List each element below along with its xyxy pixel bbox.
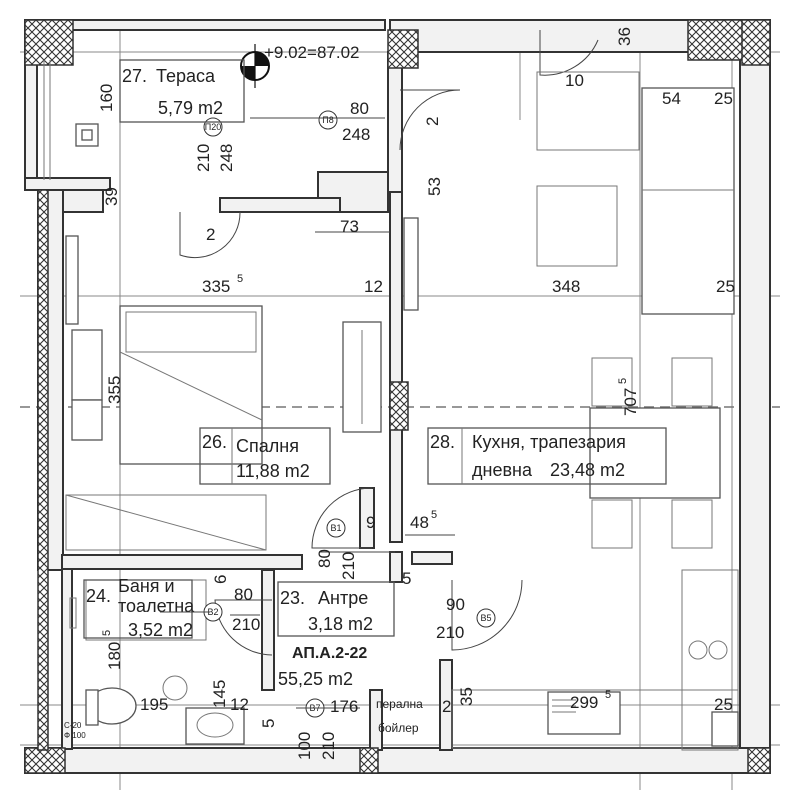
svg-text:перална: перална [376, 697, 423, 711]
room-name-2: дневна [472, 460, 533, 480]
svg-text:80: 80 [234, 585, 253, 604]
svg-text:бойлер: бойлер [378, 721, 419, 735]
room-name: Баня и [118, 576, 175, 596]
svg-text:145: 145 [210, 680, 229, 708]
apartment-label: АП.А.2-22 55,25 m2 [278, 645, 367, 689]
room-bedroom: 26. Спалня 11,88 m2 [199, 427, 331, 485]
svg-text:210: 210 [339, 552, 358, 580]
svg-text:54: 54 [662, 89, 681, 108]
svg-text:355: 355 [105, 376, 124, 404]
svg-text:36: 36 [615, 27, 634, 46]
svg-text:48: 48 [410, 513, 429, 532]
furniture [65, 44, 739, 751]
svg-text:53: 53 [425, 177, 444, 196]
svg-text:5: 5 [259, 719, 278, 728]
apartment-id: АП.А.2-22 [292, 645, 367, 662]
svg-text:35: 35 [457, 687, 476, 706]
room-area: 3,52 m2 [128, 620, 193, 640]
dimensions: 36 10 160 80 248 2 210 248 54 25 39 53 2… [97, 27, 735, 760]
dimension-lines [160, 117, 455, 709]
level-mark: +9.02=87.02 [264, 43, 359, 62]
svg-text:176: 176 [330, 697, 358, 716]
room-number: 26. [202, 432, 227, 452]
room-name: Кухня, трапезария [472, 432, 626, 452]
room-area: 5,79 m2 [158, 98, 223, 118]
room-terrace: 27. Тераса 5,79 m2 [119, 59, 245, 123]
room-area: 11,88 m2 [236, 461, 310, 481]
tag-b5: В5 [476, 608, 496, 628]
tag-b2: В2 [203, 602, 223, 622]
svg-text:10: 10 [565, 71, 584, 90]
svg-text:248: 248 [342, 125, 370, 144]
svg-text:210: 210 [319, 732, 338, 760]
tag-b1: В1 [326, 518, 346, 538]
svg-text:348: 348 [552, 277, 580, 296]
svg-text:5: 5 [101, 630, 113, 636]
apartment-area: 55,25 m2 [278, 669, 353, 689]
room-hall: 23. Антре 3,18 m2 [277, 581, 395, 637]
svg-text:73: 73 [340, 217, 359, 236]
svg-text:210: 210 [232, 615, 260, 634]
svg-text:Ф 100: Ф 100 [64, 731, 86, 740]
svg-text:П8: П8 [322, 115, 333, 125]
svg-text:С-20: С-20 [64, 721, 82, 730]
svg-text:299: 299 [570, 693, 598, 712]
svg-text:335: 335 [202, 277, 230, 296]
svg-text:25: 25 [716, 277, 735, 296]
svg-text:2: 2 [206, 225, 215, 244]
svg-text:25: 25 [714, 89, 733, 108]
svg-text:5: 5 [402, 569, 411, 588]
svg-text:160: 160 [97, 84, 116, 112]
svg-text:80: 80 [350, 99, 369, 118]
svg-text:5: 5 [431, 509, 437, 521]
fixture-notes: перална бойлер С-20 Ф 100 [64, 697, 423, 740]
svg-text:5: 5 [617, 378, 629, 384]
svg-text:5: 5 [237, 273, 243, 285]
windows [43, 60, 419, 325]
svg-text:210: 210 [436, 623, 464, 642]
room-name: Антре [318, 588, 368, 608]
svg-text:248: 248 [217, 144, 236, 172]
svg-text:П20: П20 [205, 122, 221, 132]
room-living: 28. Кухня, трапезария дневна 23,48 m2 [427, 427, 667, 485]
room-number: 28. [430, 432, 455, 452]
svg-text:В2: В2 [207, 607, 218, 617]
tag-p8: П8 [318, 110, 338, 130]
svg-text:2: 2 [442, 697, 451, 716]
svg-text:195: 195 [140, 695, 168, 714]
walls [24, 19, 771, 774]
svg-text:39: 39 [102, 187, 121, 206]
svg-text:2: 2 [423, 117, 442, 126]
svg-text:80: 80 [315, 549, 334, 568]
room-name-2: тоалетна [118, 596, 195, 616]
svg-text:В1: В1 [330, 523, 341, 533]
room-number: 27. [122, 66, 147, 86]
svg-text:В5: В5 [480, 613, 491, 623]
svg-text:12: 12 [230, 695, 249, 714]
room-name: Тераса [156, 66, 216, 86]
room-bathroom: 24. Баня и тоалетна 3,52 m2 [83, 576, 195, 640]
svg-text:9: 9 [366, 513, 375, 532]
svg-text:5: 5 [605, 689, 611, 701]
room-name: Спалня [236, 436, 299, 456]
svg-text:210: 210 [194, 144, 213, 172]
svg-text:707: 707 [621, 388, 640, 416]
svg-text:100: 100 [295, 732, 314, 760]
svg-text:6: 6 [211, 575, 230, 584]
room-number: 23. [280, 588, 305, 608]
room-area: 23,48 m2 [550, 460, 625, 480]
svg-text:25: 25 [714, 695, 733, 714]
tag-p20: П20 [203, 117, 223, 137]
room-number: 24. [86, 586, 111, 606]
svg-text:180: 180 [105, 642, 124, 670]
svg-text:90: 90 [446, 595, 465, 614]
room-area: 3,18 m2 [308, 614, 373, 634]
svg-text:12: 12 [364, 277, 383, 296]
